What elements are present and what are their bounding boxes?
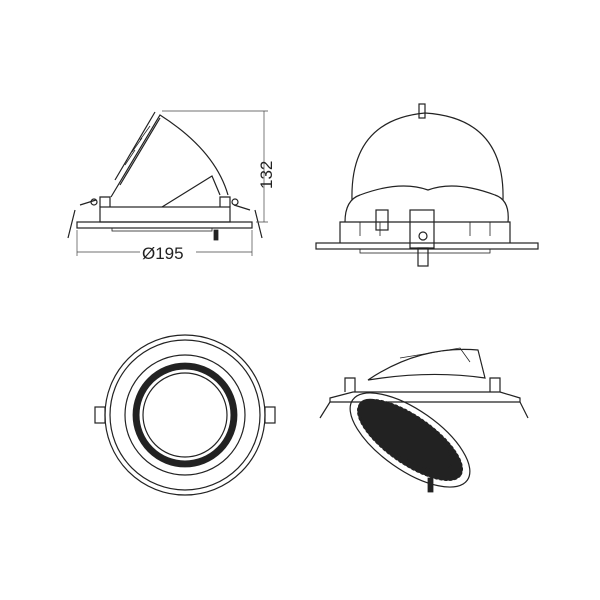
front-view [315,103,539,267]
perspective-view [319,347,529,493]
height-dimension-label: 132 [257,161,276,189]
bottom-view [94,334,276,496]
side-view-tilted: 132 Ø195 [67,110,276,263]
diameter-dimension-label: Ø195 [142,244,184,263]
